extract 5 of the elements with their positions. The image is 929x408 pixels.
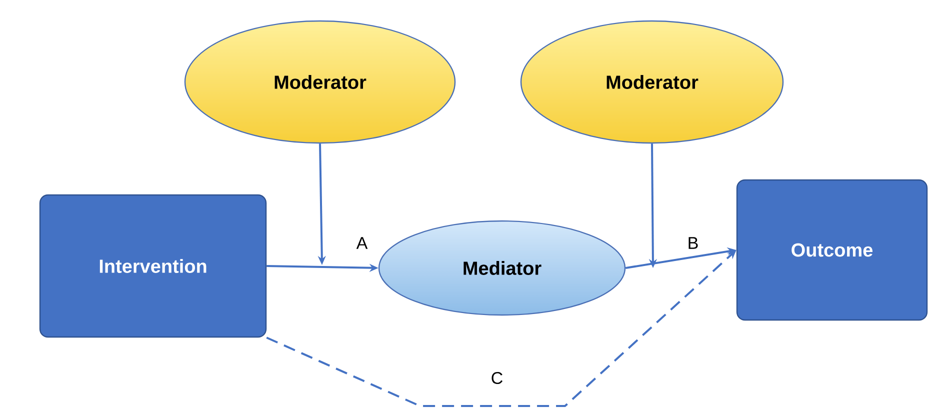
outcome-box: Outcome [736,179,928,321]
edge-label: C [490,371,504,386]
edge-label: A [355,236,369,250]
intervention-box: Intervention [39,194,267,338]
edge-label: B [686,236,700,250]
